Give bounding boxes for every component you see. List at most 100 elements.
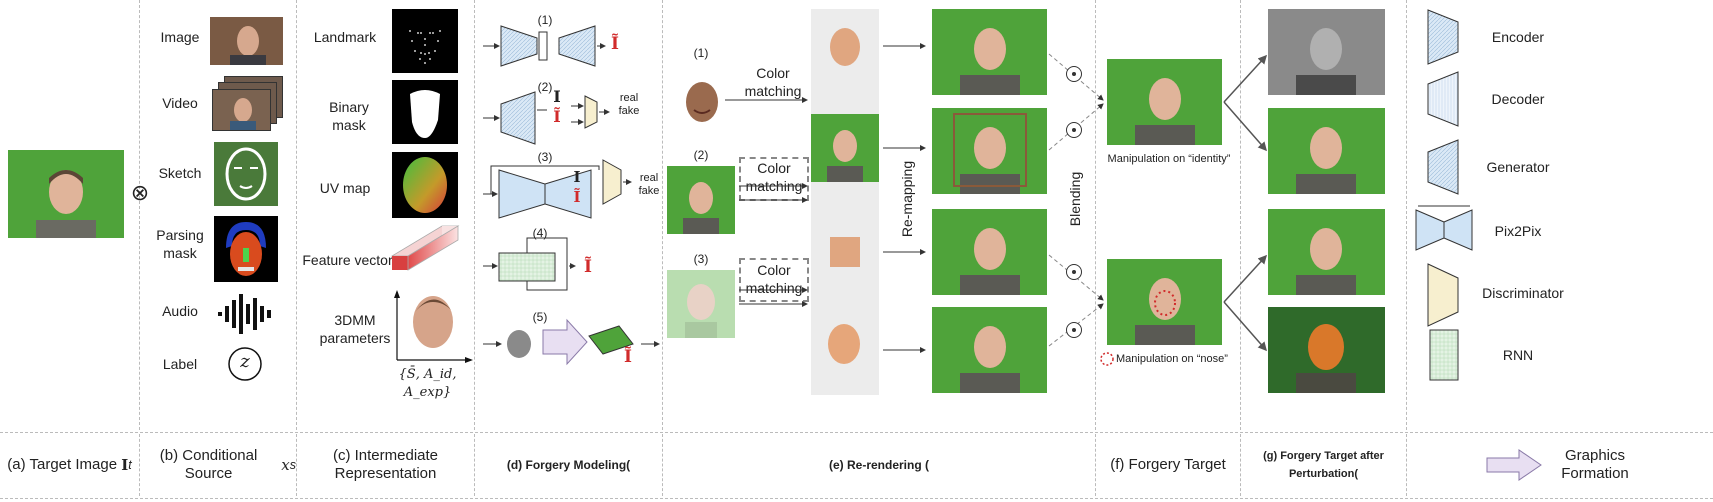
source-video-thumb xyxy=(212,89,271,131)
perturbed-blur xyxy=(1268,209,1385,295)
rep-label-binary-mask: Binary mask xyxy=(329,99,369,133)
blend-operator-4 xyxy=(1066,322,1082,338)
legend-rnn: RNN xyxy=(1502,347,1534,363)
target-image xyxy=(8,150,124,238)
caption-a-sub: t xyxy=(128,458,132,472)
model-index-5: (5) xyxy=(532,310,548,324)
legend-generator: Generator xyxy=(1486,159,1550,175)
source-face-3 xyxy=(667,270,735,338)
real-fake-label-2: real fake xyxy=(618,92,640,117)
3dmm-params-text: {S̄, A_id, A_exp} xyxy=(398,367,457,400)
audio-waveform-icon xyxy=(218,294,271,334)
caption-divider xyxy=(0,432,1713,433)
output-symbol-4: Ĩ xyxy=(584,257,592,277)
forgery-target-nose xyxy=(1107,259,1222,345)
panel-d xyxy=(475,0,663,430)
3dmm-axes-icon xyxy=(394,290,473,363)
remap-face-1 xyxy=(828,26,862,68)
caption-a-text: (a) Target Image xyxy=(7,456,118,473)
color-matching-1: Color matching xyxy=(744,65,802,99)
remap-face-2 xyxy=(811,114,879,182)
bottom-border xyxy=(0,498,1713,499)
source-sketch-thumb xyxy=(214,142,278,206)
panel-c xyxy=(297,0,475,430)
generator-icon xyxy=(1427,139,1459,195)
forgery-model-diagrams xyxy=(483,25,660,366)
rep-label-feature-vector: Feature vector xyxy=(302,252,393,268)
feature-vector-icon xyxy=(390,225,460,271)
caption-f: (f) Forgery Target xyxy=(1096,434,1241,496)
rerender-index-2: (2) xyxy=(693,148,709,162)
source-label-sketch: Sketch xyxy=(158,165,202,181)
panel-b xyxy=(140,0,297,430)
remap-face-3 xyxy=(830,237,860,267)
source-face-crop-1 xyxy=(684,80,720,124)
panel-a xyxy=(0,0,140,430)
panel-e xyxy=(663,0,1096,430)
source-parsing-mask-thumb xyxy=(214,216,278,282)
perturbation-arrows xyxy=(1223,54,1268,352)
caption-e-text: (e) Re-rendering ( xyxy=(828,458,929,472)
encoder-icon xyxy=(1427,9,1459,65)
source-image-thumb xyxy=(210,17,283,65)
nose-region-icon xyxy=(1100,352,1114,366)
forgery-target-identity xyxy=(1107,59,1222,145)
source-label-image: Image xyxy=(160,29,200,45)
output-symbol-1: Ĩ xyxy=(611,34,619,54)
legend-decoder: Decoder xyxy=(1491,91,1545,107)
graphics-formation-icon xyxy=(1486,449,1542,481)
remapping-label: Re-mapping xyxy=(899,160,915,238)
color-matching-box-3 xyxy=(739,258,809,302)
rnn-icon xyxy=(1429,329,1459,381)
rep-label-landmark: Landmark xyxy=(313,29,377,45)
rep-label-3dmm: 3DMM parameters xyxy=(319,312,391,346)
output-symbol-2b: Ĩ xyxy=(553,107,561,126)
caption-b-text: (b) Conditional Source xyxy=(159,447,258,482)
blending-label: Blending xyxy=(1067,171,1083,227)
blend-operator-3 xyxy=(1066,264,1082,280)
caption-c-text: (c) Intermediate Representation xyxy=(332,447,439,482)
source-face-2 xyxy=(667,166,735,234)
rep-label-uv-map: UV map xyxy=(319,180,371,196)
caption-f-text: (f) Forgery Target xyxy=(1110,456,1226,473)
caption-g: (g) Forgery Target after Perturbation( xyxy=(1241,434,1407,496)
rerender-index-1: (1) xyxy=(693,46,709,60)
caption-a-symbol: I xyxy=(121,456,129,474)
caption-d-text: (d) Forgery Modeling( xyxy=(506,458,631,472)
legend-icons xyxy=(1415,9,1473,381)
label-z-icon xyxy=(228,347,262,381)
model-index-2: (2) xyxy=(537,80,553,94)
perturbed-compressed xyxy=(1268,108,1385,194)
decoder-icon xyxy=(1427,71,1459,127)
input-symbol-3a: I xyxy=(573,168,581,186)
binary-mask-thumb xyxy=(392,80,458,144)
nose-manipulation-label: Manipulation on “nose” xyxy=(1116,353,1228,365)
caption-d: (d) Forgery Modeling( xyxy=(475,434,663,496)
legend-encoder: Encoder xyxy=(1491,29,1545,45)
pix2pix-icon xyxy=(1415,205,1473,251)
caption-h: Graphics Formation xyxy=(1407,434,1713,496)
rerender-index-3: (3) xyxy=(693,252,709,266)
output-symbol-5: Ĩ xyxy=(624,347,632,367)
caption-h-text: Graphics Formation xyxy=(1561,447,1629,482)
source-label-parsing-mask: Parsing mask xyxy=(156,227,204,261)
caption-b-sub: s xyxy=(289,458,296,472)
model-index-3: (3) xyxy=(537,150,553,164)
rerender-result-3 xyxy=(932,209,1047,295)
label-z-symbol: z xyxy=(240,351,250,372)
rerender-result-2 xyxy=(932,108,1047,194)
identity-manipulation-label: Manipulation on “identity” xyxy=(1107,153,1231,165)
output-symbol-3b: Ĩ xyxy=(573,188,581,206)
caption-e: (e) Re-rendering ( xyxy=(663,434,1096,496)
perturbed-grayscale xyxy=(1268,9,1385,95)
legend-pix2pix: Pix2Pix xyxy=(1494,223,1542,239)
panel-g xyxy=(1241,0,1407,430)
discriminator-icon xyxy=(1427,263,1459,327)
model-index-4: (4) xyxy=(532,226,548,240)
real-fake-label-3: real fake xyxy=(638,172,660,197)
blend-operator-2 xyxy=(1066,122,1082,138)
remap-face-4 xyxy=(826,322,862,366)
face-icon xyxy=(36,170,96,238)
model-index-1: (1) xyxy=(537,13,553,27)
